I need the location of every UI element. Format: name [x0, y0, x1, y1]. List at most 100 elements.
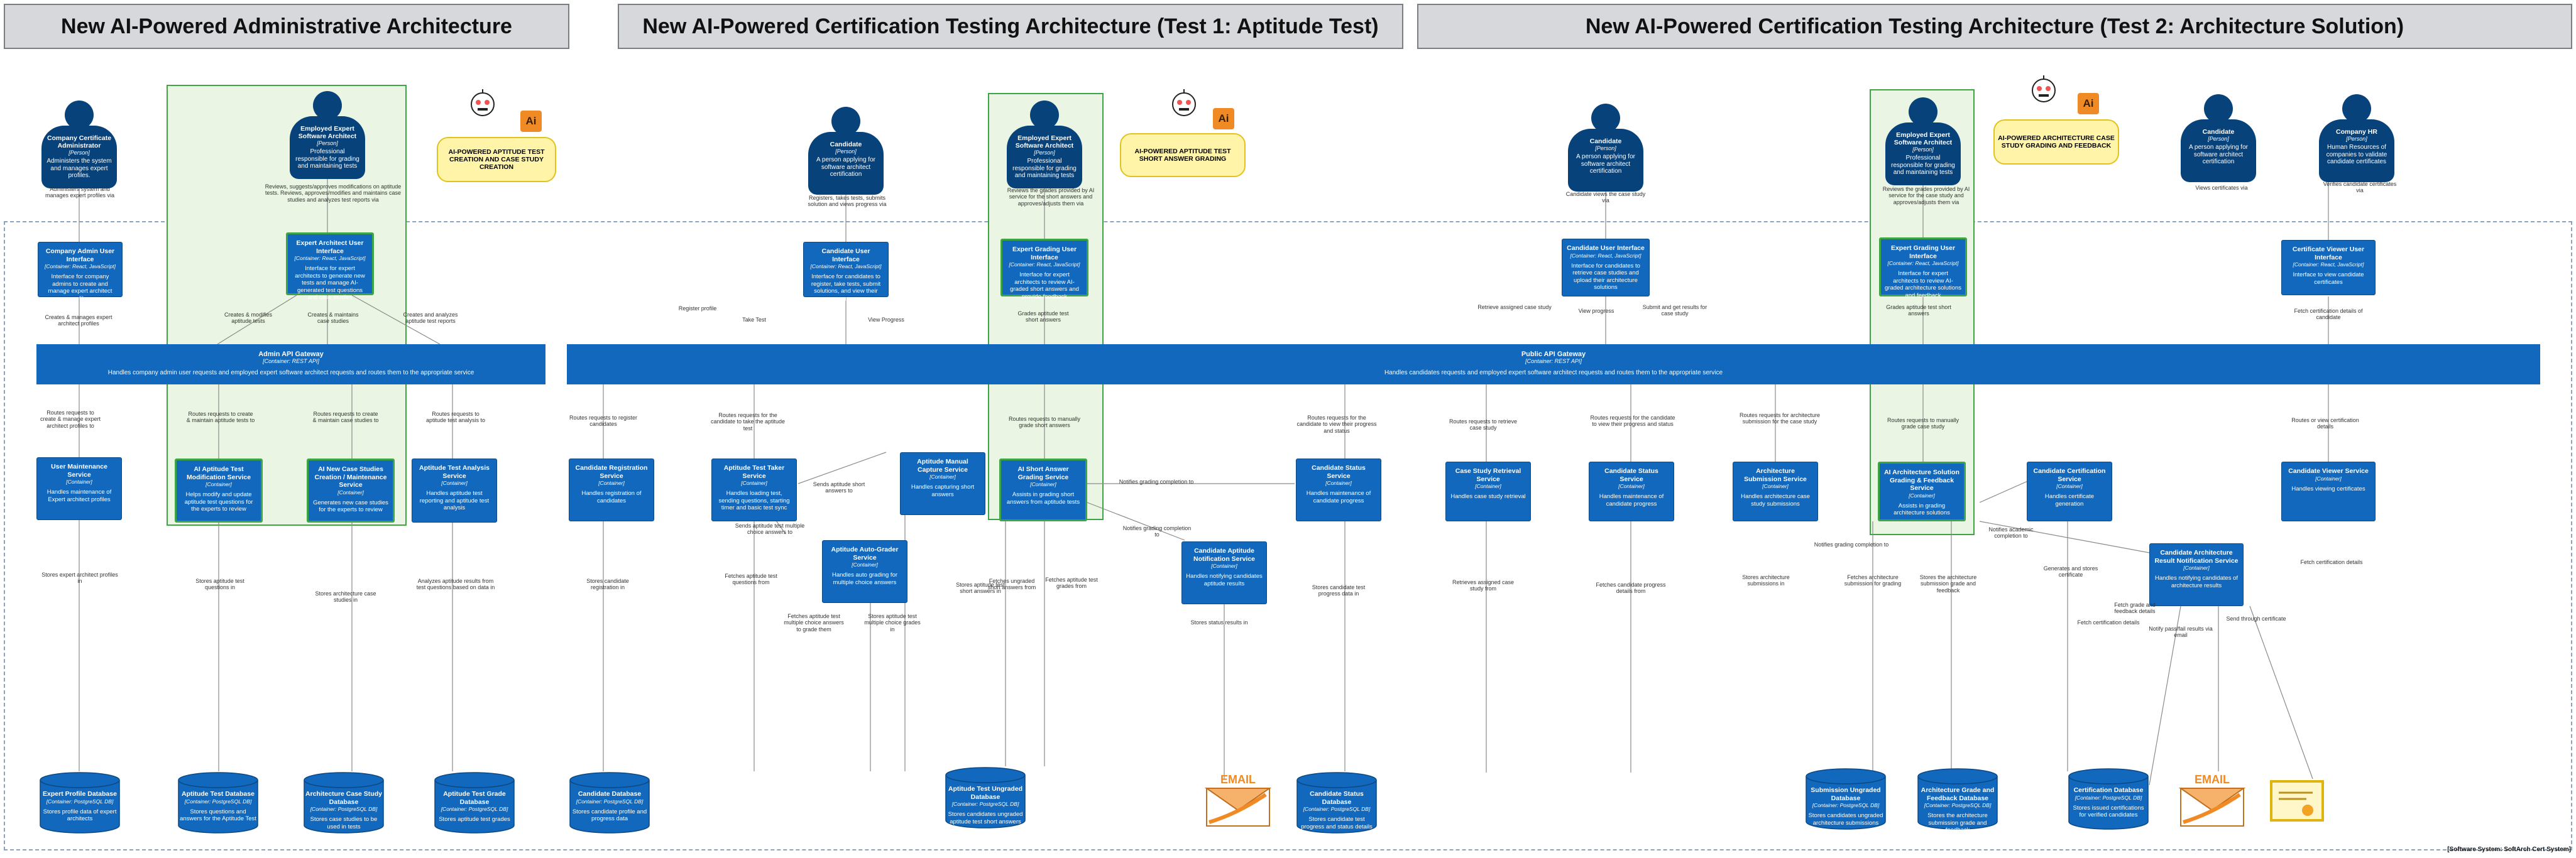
certificate-viewer-ui: Certificate Viewer User Interface[Contai… [2281, 240, 2376, 295]
ai-badge-icon: Ai [1213, 108, 1234, 129]
edge-label: Routes requests to create & maintain apt… [186, 411, 255, 424]
edge-label: Grades aptitude test short answers [1017, 310, 1069, 323]
title-test2: New AI-Powered Certification Testing Arc… [1417, 4, 2572, 49]
edge-label: Routes requests to retrieve case study [1449, 418, 1518, 432]
edge-label: Fetches aptitude test grades from [1045, 577, 1098, 590]
edge-label: Retrieve assigned case study [1477, 304, 1552, 310]
edge-label: Creates & manages expert architect profi… [45, 314, 112, 327]
aptitude-auto-grader-service: Aptitude Auto-Grader Service[Container]H… [822, 540, 907, 603]
edge-label: Stores architecture submissions in [1742, 574, 1790, 587]
architecture-submission-service: Architecture Submission Service[Containe… [1733, 462, 1818, 521]
title-admin: New AI-Powered Administrative Architectu… [4, 4, 569, 49]
edge-label: Creates and analyzes aptitude test repor… [403, 312, 458, 325]
person-company-hr: Company HR[Person]Human Resources of com… [2319, 94, 2394, 182]
edge-label: Routes requests to manually grade case s… [1887, 417, 1959, 430]
database-1: Aptitude Test Database[Container: Postgr… [177, 771, 259, 834]
edge-label: Stores candidate test progress data in [1312, 584, 1366, 597]
expert-grading-ui-test1: Expert Grading User Interface[Container:… [1000, 239, 1088, 300]
candidate-registration-service: Candidate Registration Service[Container… [569, 459, 654, 521]
edge-label: Notifies academic completion to [1988, 526, 2034, 540]
ai-short-answer-grading-service: AI Short Answer Grading Service[Containe… [999, 459, 1087, 521]
edge-label: Stores architecture case studies in [315, 590, 376, 604]
edge-label: Fetch certification details [2300, 559, 2363, 565]
edge-label: Administers system and manages expert pr… [45, 186, 115, 199]
robot-icon [471, 89, 495, 116]
edge-label: Fetches candidate progress details from [1596, 582, 1666, 595]
database-2: Architecture Case Study Database[Contain… [303, 771, 385, 834]
person-candidate-3: Candidate[Person]A person applying for s… [2181, 94, 2256, 182]
edge-label: Fetch certification details [2077, 619, 2140, 626]
edge-label: Fetches ungraded short answers from [987, 578, 1036, 591]
edge-label: Routes requests to create & maintain cas… [312, 411, 379, 424]
edge-label: Take Test [742, 317, 766, 323]
svg-text:EMAIL: EMAIL [2195, 773, 2230, 786]
edge-label: Send through certificate [2226, 616, 2286, 622]
company-admin-ui: Company Admin User Interface[Container: … [38, 242, 123, 302]
edge-label: Notifies grading completion to [1119, 479, 1194, 485]
edge-label: View Progress [868, 317, 904, 323]
edge-label: Stores aptitude test questions in [195, 578, 244, 591]
database-7: Submission Ungraded Database[Container: … [1805, 768, 1887, 830]
edge-label: Creates & maintains case studies [307, 312, 359, 325]
edge-label: Fetch grade and feedback details [2114, 602, 2156, 615]
edge-label: Registers, takes tests, submits solution… [808, 195, 887, 208]
edge-label: Fetches architecture submission for grad… [1844, 574, 1902, 587]
ai-badge-icon: Ai [520, 111, 542, 132]
edge-label: Retrieves assigned case study from [1452, 579, 1515, 592]
email-icon: EMAIL [2178, 773, 2246, 827]
edge-label: Stores expert architect profiles in [41, 572, 118, 585]
admin-api-gateway: Admin API Gateway[Container: REST API]Ha… [36, 344, 545, 384]
edge-label: Notifies grading completion to [1814, 541, 1889, 548]
edge-label: Register profile [678, 305, 717, 312]
database-6: Candidate Status Database[Container: Pos… [1296, 771, 1378, 834]
edge-label: Fetch certification details of candidate [2294, 308, 2363, 321]
edge-label: Notify pass/fail results via email [2149, 626, 2213, 639]
edge-label: Submit and get results for case study [1642, 304, 1707, 317]
edge-label: Reviews the grades provided by AI servic… [1007, 187, 1095, 207]
database-0: Expert Profile Database[Container: Postg… [39, 771, 121, 834]
database-9: Certification Database[Container: Postgr… [2068, 768, 2149, 830]
edge-label: Stores aptitude test short answers in [956, 582, 1005, 595]
aptitude-test-taker-service: Aptitude Test Taker Service[Container]Ha… [711, 459, 797, 521]
edge-label: Stores the architecture submission grade… [1919, 574, 1977, 594]
aptitude-manual-capture-service: Aptitude Manual Capture Service[Containe… [900, 452, 985, 515]
edge-label: Generates and stores certificate [2043, 565, 2098, 578]
edge-label: Fetches aptitude test questions from [725, 573, 777, 586]
edge-label: Reviews, suggests/approves modifications… [265, 183, 402, 203]
edge-label: Routes requests to manually grade short … [1008, 416, 1081, 429]
person-expert-architect-3: Employed Expert Software Architect[Perso… [1885, 97, 1961, 185]
robot-icon [2032, 75, 2056, 102]
edge-label: Routes requests to register candidates [569, 415, 638, 428]
user-maintenance-service: User Maintenance Service[Container]Handl… [36, 457, 122, 520]
system-boundary [4, 221, 2572, 850]
ai-zone-admin [167, 85, 407, 526]
edge-label: Analyzes aptitude results from test ques… [416, 578, 495, 591]
edge-label: Routes requests for the candidate to tak… [710, 412, 786, 432]
database-8: Architecture Grade and Feedback Database… [1917, 768, 1998, 834]
edge-label: Notifies grading completion to [1122, 525, 1192, 538]
expert-architect-ui: Expert Architect User Interface[Containe… [286, 232, 374, 301]
expert-grading-ui-test2: Expert Grading User Interface[Container:… [1879, 237, 1967, 299]
edge-label: Stores status results in [1190, 619, 1248, 626]
candidate-ui-test2: Candidate User Interface[Container: Reac… [1562, 239, 1650, 296]
edge-label: Routes requests for architecture submiss… [1739, 412, 1821, 425]
person-expert-architect-2: Employed Expert Software Architect[Perso… [1007, 100, 1082, 188]
edge-label: View progress [1578, 308, 1614, 314]
ai-case-study-creation-service: AI New Case Studies Creation / Maintenan… [307, 459, 395, 523]
edge-label: Candidate views the case study via [1565, 191, 1646, 204]
software-system-label: [Software System: SoftArch Cert System] [2447, 846, 2571, 853]
candidate-status-service-test2: Candidate Status Service[Container]Handl… [1589, 462, 1674, 521]
person-candidate-2: Candidate[Person]A person applying for s… [1568, 104, 1643, 192]
title-test1: New AI-Powered Certification Testing Arc… [618, 4, 1403, 49]
ai-bubble-short-answer: AI-POWERED APTITUDE TEST SHORT ANSWER GR… [1120, 133, 1246, 177]
robot-icon [1172, 89, 1196, 116]
ai-bubble-architecture: AI-POWERED ARCHITECTURE CASE STUDY GRADI… [1993, 119, 2119, 165]
edge-label: Routes requests to create & manage exper… [40, 410, 101, 429]
ai-aptitude-test-modification-service: AI Aptitude Test Modification Service[Co… [175, 459, 263, 523]
edge-label: Views certificates via [2195, 185, 2248, 191]
database-5: Aptitude Test Ungraded Database[Containe… [945, 766, 1026, 829]
candidate-viewer-service: Candidate Viewer Service[Container]Handl… [2281, 462, 2376, 521]
edge-label: Creates & modifies aptitude tests [224, 312, 273, 325]
certificate-icon [2270, 780, 2324, 822]
architecture-result-notification-service: Candidate Architecture Result Notificati… [2149, 543, 2244, 606]
